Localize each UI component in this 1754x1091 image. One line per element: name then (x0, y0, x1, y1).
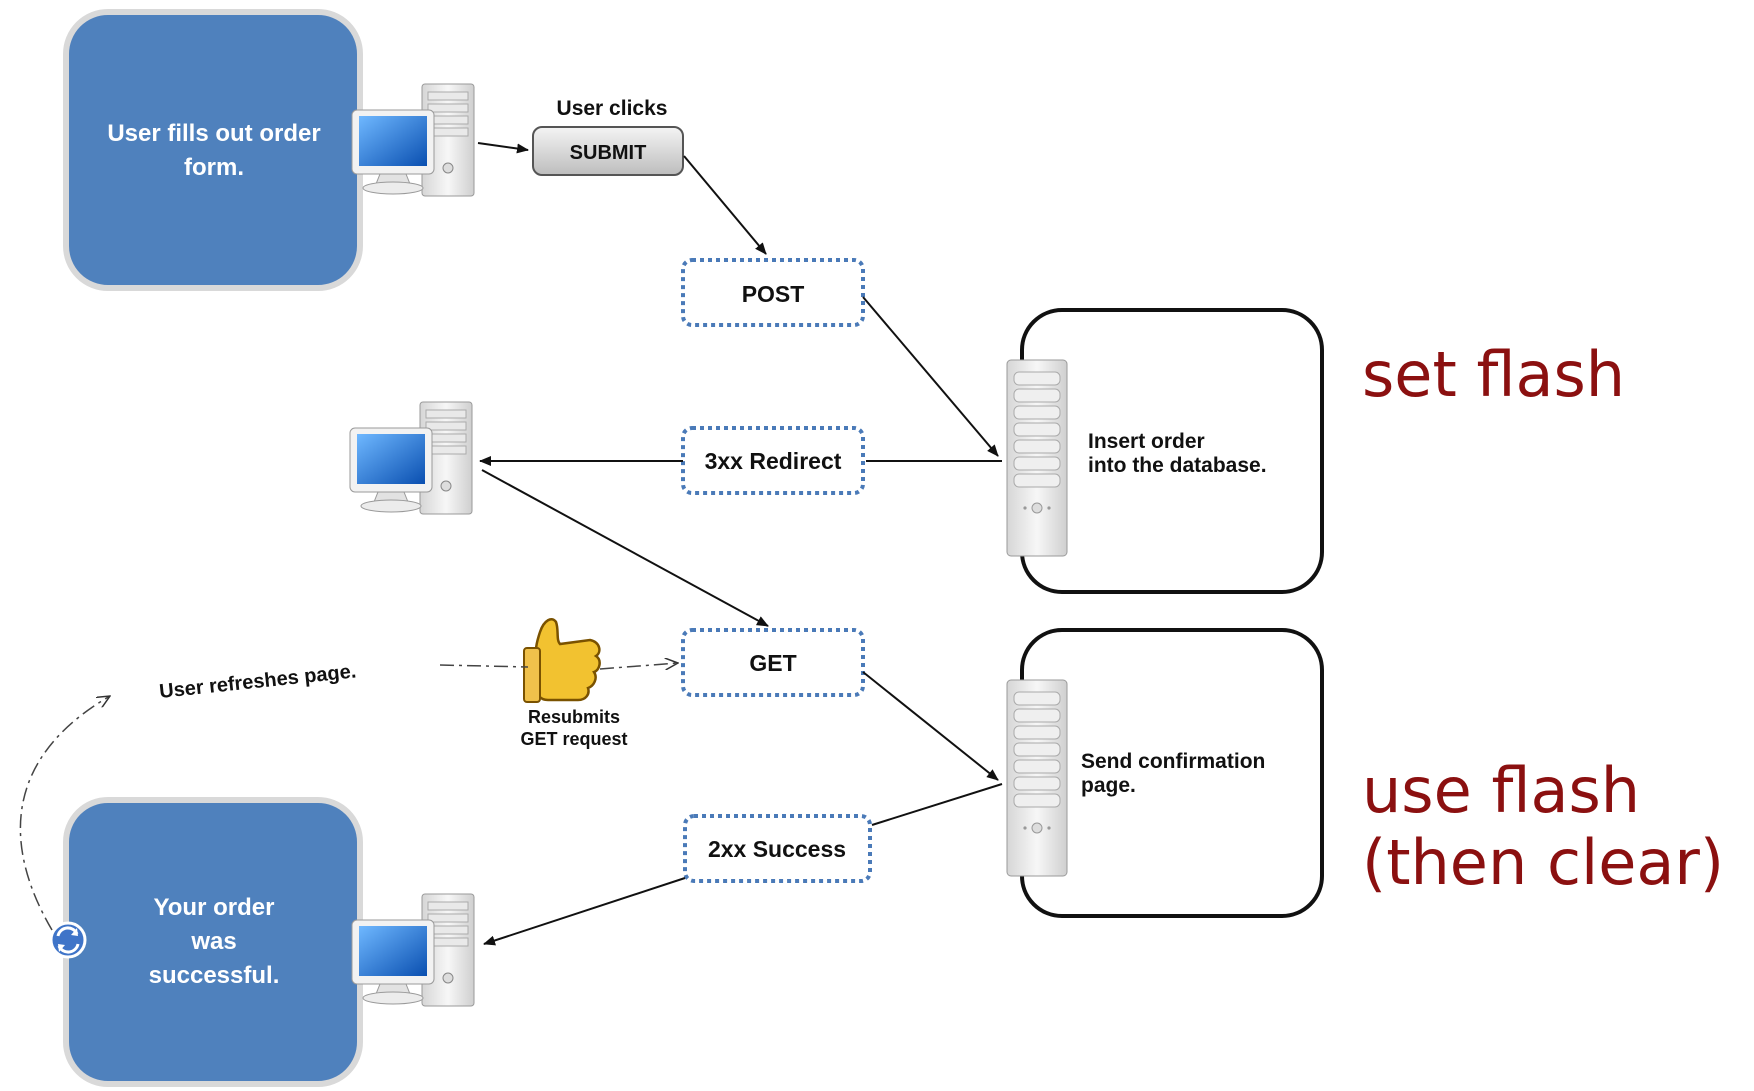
redirect-label: 3xx Redirect (705, 448, 842, 474)
computer-icon (351, 83, 475, 197)
arrow-to-post (683, 155, 767, 255)
computer-icon (349, 401, 473, 515)
end-box-line2: was (190, 928, 236, 955)
get-label: GET (749, 650, 796, 676)
arrow-server-to-success (871, 783, 1003, 826)
server-icon (1006, 359, 1068, 557)
submit-button-label: SUBMIT (570, 142, 647, 164)
server-insert-line1: Insert order (1088, 430, 1205, 453)
refresh-line-left (439, 664, 529, 668)
server-insert-line2: into the database. (1088, 454, 1267, 477)
success-label-box: 2xx Success (683, 814, 872, 883)
submit-button[interactable]: SUBMIT (532, 126, 684, 176)
thumbs-up-icon (523, 618, 601, 703)
submit-caption: User clicks (557, 97, 668, 120)
server-confirm-line1: Send confirmation (1081, 750, 1265, 773)
end-box-line3: successful. (149, 962, 280, 989)
refresh-icon[interactable] (49, 921, 87, 959)
post-label: POST (742, 281, 805, 307)
success-label: 2xx Success (708, 836, 846, 862)
note-then-clear: (then clear) (1362, 826, 1724, 899)
end-box-line1: Your order (154, 894, 275, 921)
get-label-box: GET (681, 628, 865, 697)
arrow-success-to-computer (483, 877, 686, 946)
refresh-line-right (599, 663, 678, 669)
arrow-get-to-server (862, 671, 999, 781)
server-confirm-line2: page. (1081, 774, 1136, 797)
start-box: User fills out order form. (63, 9, 363, 291)
redirect-label-box: 3xx Redirect (681, 426, 865, 495)
computer-icon (351, 893, 475, 1007)
end-box: Your order was successful. (63, 797, 363, 1087)
arrow-post-to-server (862, 296, 999, 457)
refresh-path (19, 663, 678, 931)
note-use-flash: use flash (1362, 754, 1640, 827)
resubmit-line2: GET request (520, 729, 627, 749)
resubmit-line1: Resubmits (528, 707, 620, 727)
refresh-caption: User refreshes page. (158, 660, 357, 703)
start-box-line2: form. (184, 154, 244, 181)
arrow-computer-to-get (481, 469, 769, 627)
server-confirm-box: Send confirmation page. (1020, 628, 1324, 918)
arrow-to-submit (477, 142, 529, 154)
flow-arrows (477, 142, 1003, 946)
refresh-loop-arrow (19, 696, 110, 931)
start-box-line1: User fills out order (107, 120, 320, 147)
note-set-flash: set flash (1362, 338, 1625, 411)
post-label-box: POST (681, 258, 865, 327)
server-icon (1006, 679, 1068, 877)
